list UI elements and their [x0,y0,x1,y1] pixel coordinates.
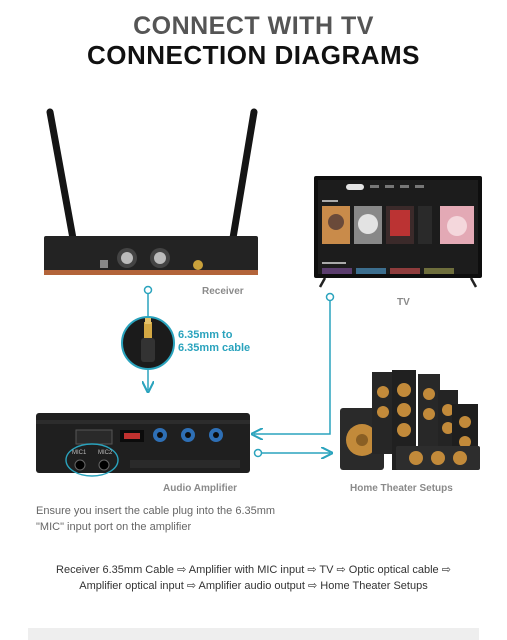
flow-line-2: Amplifier optical input ⇨ Amplifier audi… [79,580,428,592]
tv-label: TV [397,297,410,308]
cable-label-line1: 6.35mm to [178,329,233,341]
receiver-device [44,108,258,275]
cable-label: 6.35mm to 6.35mm cable [178,329,250,355]
connection-lines [145,285,335,457]
amplifier-label: Audio Amplifier [163,483,238,494]
flow-line-1: Receiver 6.35mm Cable ⇨ Amplifier with M… [56,564,451,576]
cable-plug-icon [121,316,175,370]
home-theater-speakers [340,370,480,470]
bottom-bar [28,628,479,640]
mic2-port-label: MIC2 [98,450,113,456]
mic1-port-label: MIC1 [72,450,87,456]
instruction-note: Ensure you insert the cable plug into th… [36,505,276,533]
diagram-title-line2: CONNECTION DIAGRAMS [86,40,421,70]
diagram-title-line1: CONNECT WITH TV [133,12,374,40]
cable-label-line2: 6.35mm cable [178,342,251,354]
home-theater-label: Home Theater Setups [350,483,453,494]
amplifier-device [36,413,250,477]
receiver-label: Receiver [202,286,244,297]
tv-device [314,176,482,288]
